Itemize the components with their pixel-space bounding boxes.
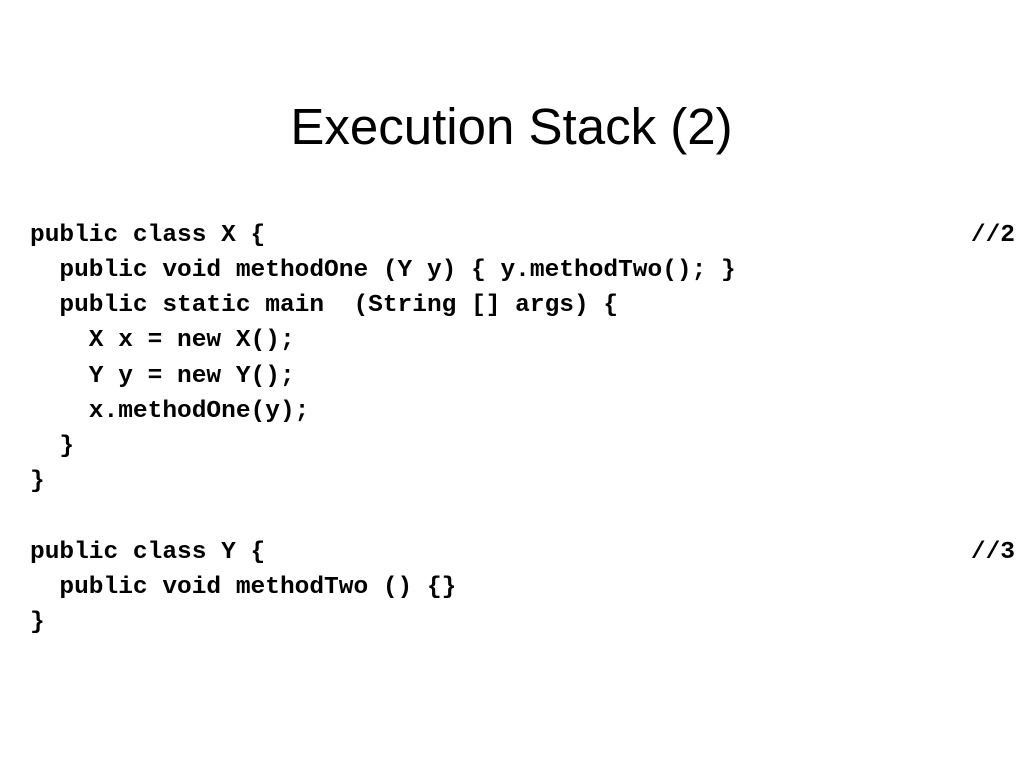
code-line-close-main: } <box>30 433 75 460</box>
slide-title: Execution Stack (2) <box>290 98 733 155</box>
code-line-class-x: public class X { <box>30 222 266 249</box>
code-line-method-one: public void methodOne (Y y) { y.methodTw… <box>30 257 736 284</box>
code-line-method-two: public void methodTwo () {} <box>30 574 457 601</box>
code-comment-2: //2 <box>970 222 1015 249</box>
code-line-main: public static main (String [] args) { <box>30 292 619 319</box>
code-line-close-class-x: } <box>30 468 45 495</box>
code-line-close-class-y: } <box>30 609 45 636</box>
code-line-class-y: public class Y { <box>30 539 266 566</box>
code-line-new-y: Y y = new Y(); <box>30 363 295 390</box>
code-line-call-method-one: x.methodOne(y); <box>30 398 310 425</box>
code-comment-3: //3 <box>970 539 1015 566</box>
code-line-new-x: X x = new X(); <box>30 327 295 354</box>
